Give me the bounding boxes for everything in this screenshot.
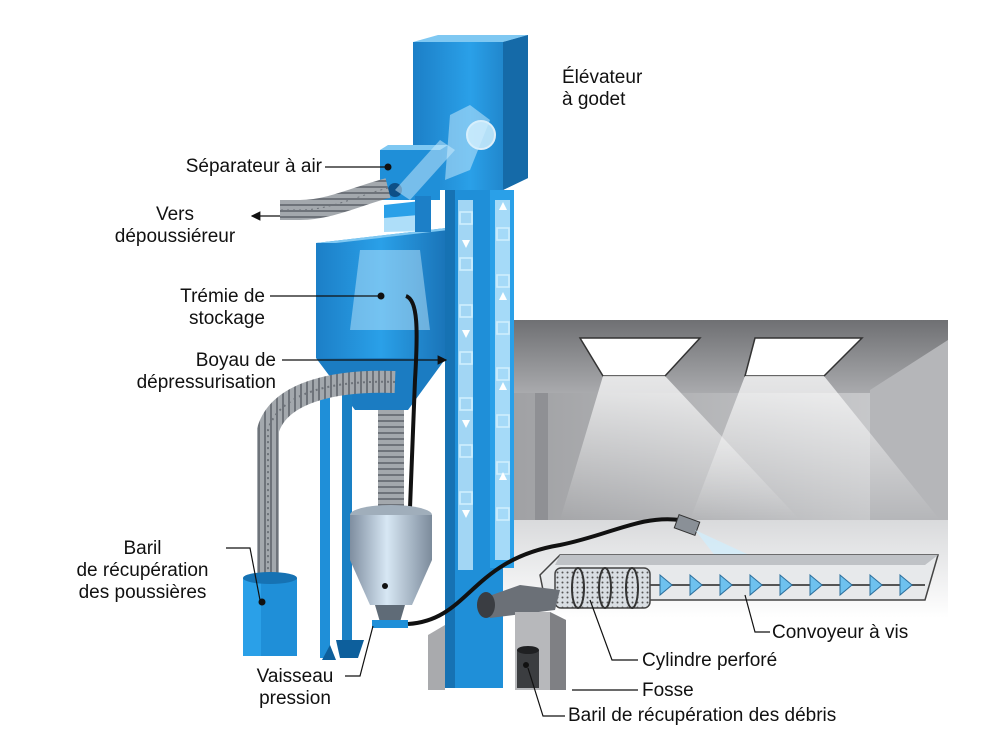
label-dust-barrel-line1: Baril [123, 538, 162, 559]
label-to-dust-collector-line1: Vers [155, 204, 195, 225]
pressure-vessel [350, 505, 432, 628]
blast-hose [407, 517, 681, 626]
label-dust-barrel-line2: de récupération [76, 560, 209, 581]
label-storage-hopper-line1: Trémie de [180, 286, 265, 307]
label-depressurization-hose-line1: Boyau de [195, 350, 276, 371]
label-elevator-line1: Élévateur [562, 67, 643, 88]
label-elevator-line2: à godet [562, 89, 626, 110]
depressurization-hose-line [404, 294, 419, 509]
label-perforated-cylinder: Cylindre perforé [642, 650, 778, 671]
label-pressure-vessel-line1: Vaisseau [256, 666, 334, 687]
label-elevator: Élévateur à godet [562, 67, 642, 111]
leader-lines [226, 166, 770, 717]
label-storage-hopper: Trémie de stockage [150, 286, 265, 330]
label-dust-barrel-line3: des poussières [78, 582, 207, 603]
pit [515, 612, 566, 690]
label-to-dust-collector-line2: dépoussiéreur [114, 226, 236, 247]
label-pit: Fosse [642, 680, 694, 701]
dust-barrel [243, 572, 297, 656]
leader-dots [377, 163, 392, 300]
label-depressurization-hose: Boyau de dépressurisation [100, 350, 276, 394]
discharge-tube [477, 585, 560, 618]
dust-hoses [257, 178, 404, 575]
air-separator [380, 140, 455, 232]
label-air-separator: Séparateur à air [185, 156, 322, 177]
perforated-cylinder [554, 567, 651, 609]
label-pressure-vessel: Vaisseau pression [245, 666, 345, 710]
blasting-room [475, 320, 948, 618]
label-depressurization-hose-line2: dépressurisation [136, 372, 276, 393]
label-pressure-vessel-line2: pression [259, 688, 331, 709]
label-debris-barrel: Baril de récupération des débris [568, 705, 837, 726]
label-dust-barrel: Baril de récupération des poussières [60, 538, 225, 604]
label-to-dust-collector: Vers dépoussiéreur [95, 204, 255, 248]
label-screw-conveyor: Convoyeur à vis [772, 622, 909, 643]
label-storage-hopper-line2: stockage [188, 308, 265, 329]
